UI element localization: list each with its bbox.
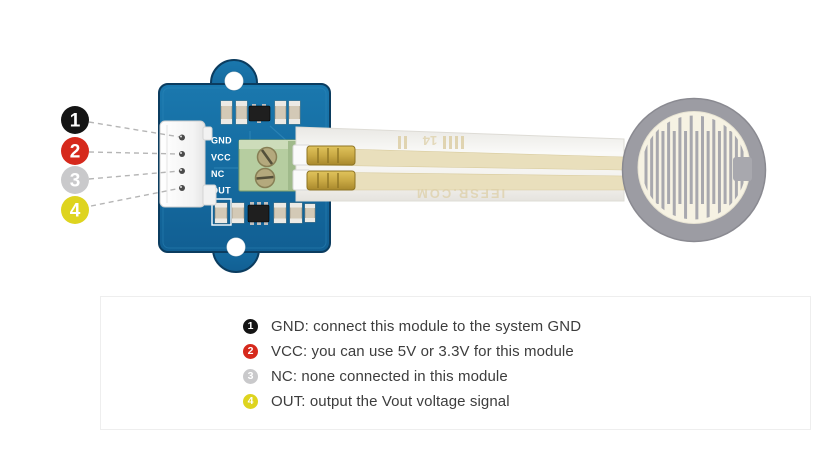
terminal-screw-top: [256, 146, 278, 168]
fsr-strip: 14 IEFSR.COM: [292, 126, 625, 202]
pin-label-vcc: VCC: [211, 153, 231, 163]
smd-chip: [220, 100, 233, 125]
legend-text-gnd: GND: connect this module to the system G…: [271, 318, 582, 335]
fsr-sensing-pad: [621, 97, 767, 243]
legend-row-out: 4 OUT: output the Vout voltage signal: [243, 389, 581, 414]
callout-badge-4: 4: [61, 196, 89, 224]
callout-badge-2: 2: [61, 137, 89, 165]
pin-legend: 1 GND: connect this module to the system…: [243, 314, 581, 414]
connector-latch-bottom: [202, 184, 217, 206]
pcb-pin-labels: GND VCC NC OUT: [211, 136, 232, 196]
callout-line-1: [88, 121, 181, 138]
pin-highlight: [180, 135, 182, 138]
pin-highlight: [180, 152, 182, 154]
legend-row-gnd: 1 GND: connect this module to the system…: [243, 314, 581, 339]
pin-hole-out: [179, 185, 185, 191]
svg-text:1: 1: [70, 111, 81, 132]
connector-latch-top: [202, 126, 213, 141]
strip-code-text: 14: [422, 133, 437, 148]
legend-text-nc: NC: none connected in this module: [271, 368, 508, 385]
legend-text-out: OUT: output the Vout voltage signal: [271, 393, 510, 410]
smd-chip: [235, 100, 248, 125]
callout-badges: 1 2 3 4: [61, 106, 89, 224]
terminal-screw-bottom: [254, 167, 276, 189]
callout-badge-1: 1: [61, 106, 89, 134]
terminal-block: [238, 139, 297, 192]
svg-text:3: 3: [70, 171, 81, 192]
pad-right-bus: [733, 157, 752, 181]
pin-hole-vcc: [179, 151, 185, 157]
svg-text:2: 2: [70, 142, 81, 163]
pin-highlight: [180, 186, 182, 188]
pin-label-nc: NC: [211, 169, 225, 179]
strip-markings: 14 IEFSR.COM: [398, 133, 505, 201]
legend-badge-1: 1: [243, 319, 258, 334]
pin-label-gnd: GND: [211, 136, 232, 146]
callout-line-3: [88, 170, 181, 180]
transistor-ic: [248, 104, 271, 123]
smd-chip: [289, 202, 303, 224]
legend-row-vcc: 2 VCC: you can use 5V or 3.3V for this m…: [243, 339, 581, 364]
legend-badge-3: 3: [243, 369, 258, 384]
smd-chip: [274, 100, 287, 125]
smd-components-top: [220, 100, 301, 125]
mounting-hole-bottom: [226, 237, 246, 257]
callout-line-4: [90, 187, 182, 207]
connector-pins: [179, 134, 185, 191]
pin-hole-gnd: [179, 134, 185, 141]
silkscreen-box: [211, 198, 232, 226]
gold-crimp-top: [306, 145, 356, 166]
svg-text:4: 4: [70, 201, 81, 222]
grove-connector: [159, 120, 217, 208]
callout-lines: [88, 121, 182, 207]
smd-chip: [273, 202, 287, 224]
pin-label-out: OUT: [211, 186, 231, 196]
smd-chip: [214, 202, 228, 224]
callout-line-2: [88, 151, 181, 155]
legend-text-vcc: VCC: you can use 5V or 3.3V for this mod…: [271, 343, 574, 360]
legend-badge-4: 4: [243, 394, 258, 409]
mounting-hole-top: [224, 71, 244, 91]
smd-chip: [304, 203, 316, 223]
smd-chip: [231, 202, 245, 224]
callout-badge-3: 3: [61, 166, 89, 194]
smd-chip: [288, 100, 301, 125]
gold-crimp-bottom: [306, 170, 356, 191]
strip-brand-text: IEFSR.COM: [415, 186, 505, 201]
legend-row-nc: 3 NC: none connected in this module: [243, 364, 581, 389]
legend-badge-2: 2: [243, 344, 258, 359]
ic-chip: [247, 202, 270, 225]
pin-hole-nc: [179, 168, 185, 174]
pin-highlight: [180, 169, 182, 171]
crimp-connectors: [292, 144, 356, 191]
smd-components-bottom: [211, 198, 316, 226]
